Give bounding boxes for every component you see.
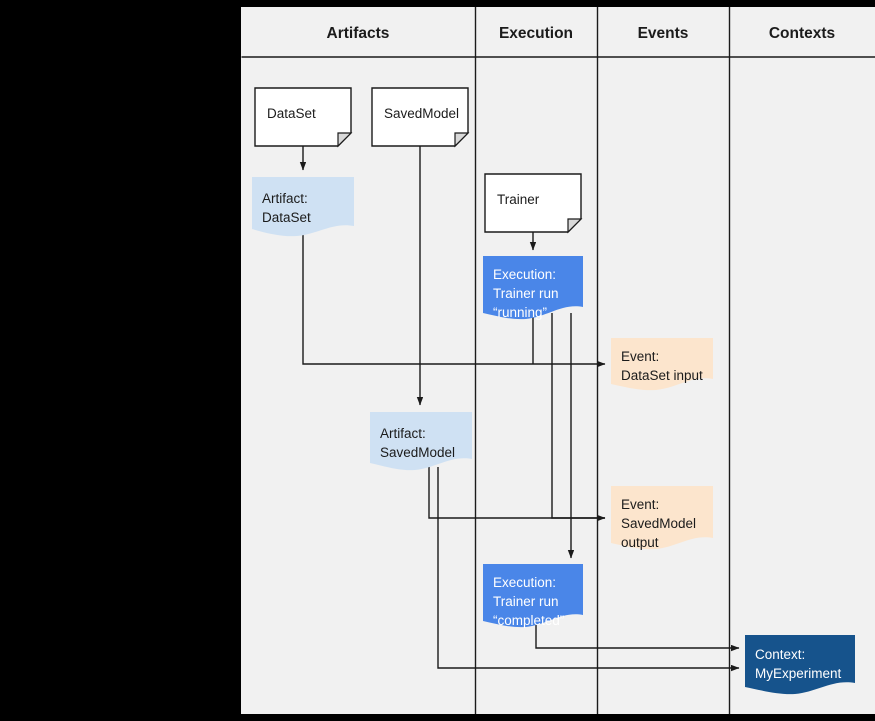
note-exec-running-shape [483, 256, 583, 320]
document-shapes [254, 87, 583, 234]
note-event-input-shape [611, 338, 713, 391]
node-note-exec-completed[interactable]: Execution: Trainer run “completed” [483, 564, 583, 628]
node-doc-dataset[interactable]: DataSet [255, 88, 351, 146]
node-note-artifact-savedmodel-label: Artifact: SavedModel [380, 426, 456, 460]
note-exec-completed-shape [483, 564, 583, 628]
node-note-exec-running[interactable]: Execution: Trainer run “running” [483, 256, 583, 320]
node-note-exec-running-label: Execution: Trainer run “running” [493, 267, 559, 320]
node-doc-savedmodel[interactable]: SavedModel [372, 88, 468, 146]
note-artifact-dataset-shape [252, 177, 354, 237]
connector-artifact-dataset-to-event-input [302, 235, 606, 368]
node-note-artifact-savedmodel[interactable]: Artifact: SavedModel [370, 412, 472, 470]
note-event-output-shape [611, 486, 713, 550]
node-note-event-output-label: Event: SavedModel output [621, 497, 697, 550]
connector-artifact-savedmodel-to-event-output [428, 467, 606, 522]
node-note-event-output[interactable]: Event: SavedModel output [611, 486, 713, 550]
lane-title-artifacts: Artifacts [326, 25, 390, 42]
ml-metadata-diagram: Artifacts Execution Events Contexts Data… [241, 7, 875, 714]
lane-title-events: Events [637, 25, 689, 42]
note-context-shape [745, 635, 855, 695]
connector-exec-completed-to-context [535, 621, 740, 652]
node-note-event-input-label: Event: DataSet input [621, 349, 703, 383]
doc-dataset-fold [337, 132, 353, 148]
doc-savedmodel-fold [454, 132, 470, 148]
note-artifact-savedmodel-shape [370, 412, 472, 471]
node-note-artifact-dataset-label: Artifact: DataSet [262, 191, 311, 225]
diagram-canvas [241, 7, 875, 714]
node-doc-dataset-label: DataSet [267, 106, 316, 121]
node-note-context[interactable]: Context: MyExperiment [745, 635, 855, 693]
connector-layer [299, 146, 740, 672]
node-note-context-label: Context: MyExperiment [755, 647, 842, 681]
note-shapes [252, 177, 855, 695]
connector-artifact-savedmodel-to-context [437, 467, 740, 672]
lane-title-execution: Execution [498, 25, 574, 42]
node-note-exec-completed-label: Execution: Trainer run “completed” [493, 575, 565, 628]
node-doc-savedmodel-label: SavedModel [384, 106, 460, 121]
doc-trainer-fold [567, 218, 583, 234]
lane-separators [241, 7, 875, 714]
node-note-event-input[interactable]: Event: DataSet input [611, 338, 713, 390]
node-doc-trainer-label: Trainer [497, 192, 540, 207]
lane-title-contexts: Contexts [768, 25, 836, 42]
node-note-artifact-dataset[interactable]: Artifact: DataSet [252, 177, 354, 235]
node-doc-trainer[interactable]: Trainer [485, 174, 581, 232]
